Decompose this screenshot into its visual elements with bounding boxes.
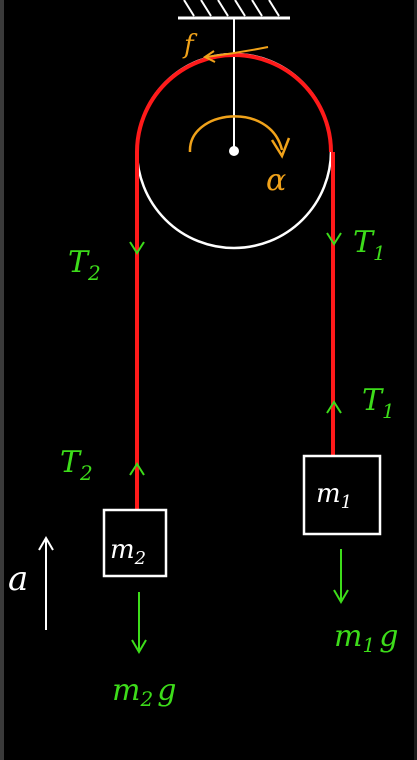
- pulley-center: [229, 146, 239, 156]
- tension-left-bottom-label: T2: [60, 445, 93, 485]
- mass-2-box: [102, 508, 168, 578]
- tension-right-bottom-label: T1: [362, 383, 395, 423]
- acceleration-label: a: [8, 559, 28, 599]
- mass-2-label: m2: [110, 535, 146, 569]
- tension-arrow-right-bottom: [326, 400, 342, 414]
- mass-1-label: m1: [316, 479, 352, 513]
- alpha-label: α: [266, 163, 286, 198]
- tension-left-top-label: T2: [68, 245, 101, 285]
- tension-arrow-left-bottom: [129, 462, 145, 476]
- left-edge-divider: [0, 0, 4, 760]
- mass-1-box: [302, 454, 382, 536]
- acceleration-arrow: [38, 536, 54, 630]
- ceiling-support: [178, 0, 290, 150]
- angular-acceleration-arc: [188, 115, 291, 159]
- tension-right-top-label: T1: [353, 225, 386, 265]
- rope-over-pulley: [135, 53, 333, 153]
- friction-arrow: [203, 46, 269, 63]
- tension-arrow-left-top: [129, 241, 145, 255]
- right-edge-divider: [414, 0, 417, 760]
- friction-label: f: [182, 30, 198, 60]
- tension-arrow-right-top: [326, 232, 342, 246]
